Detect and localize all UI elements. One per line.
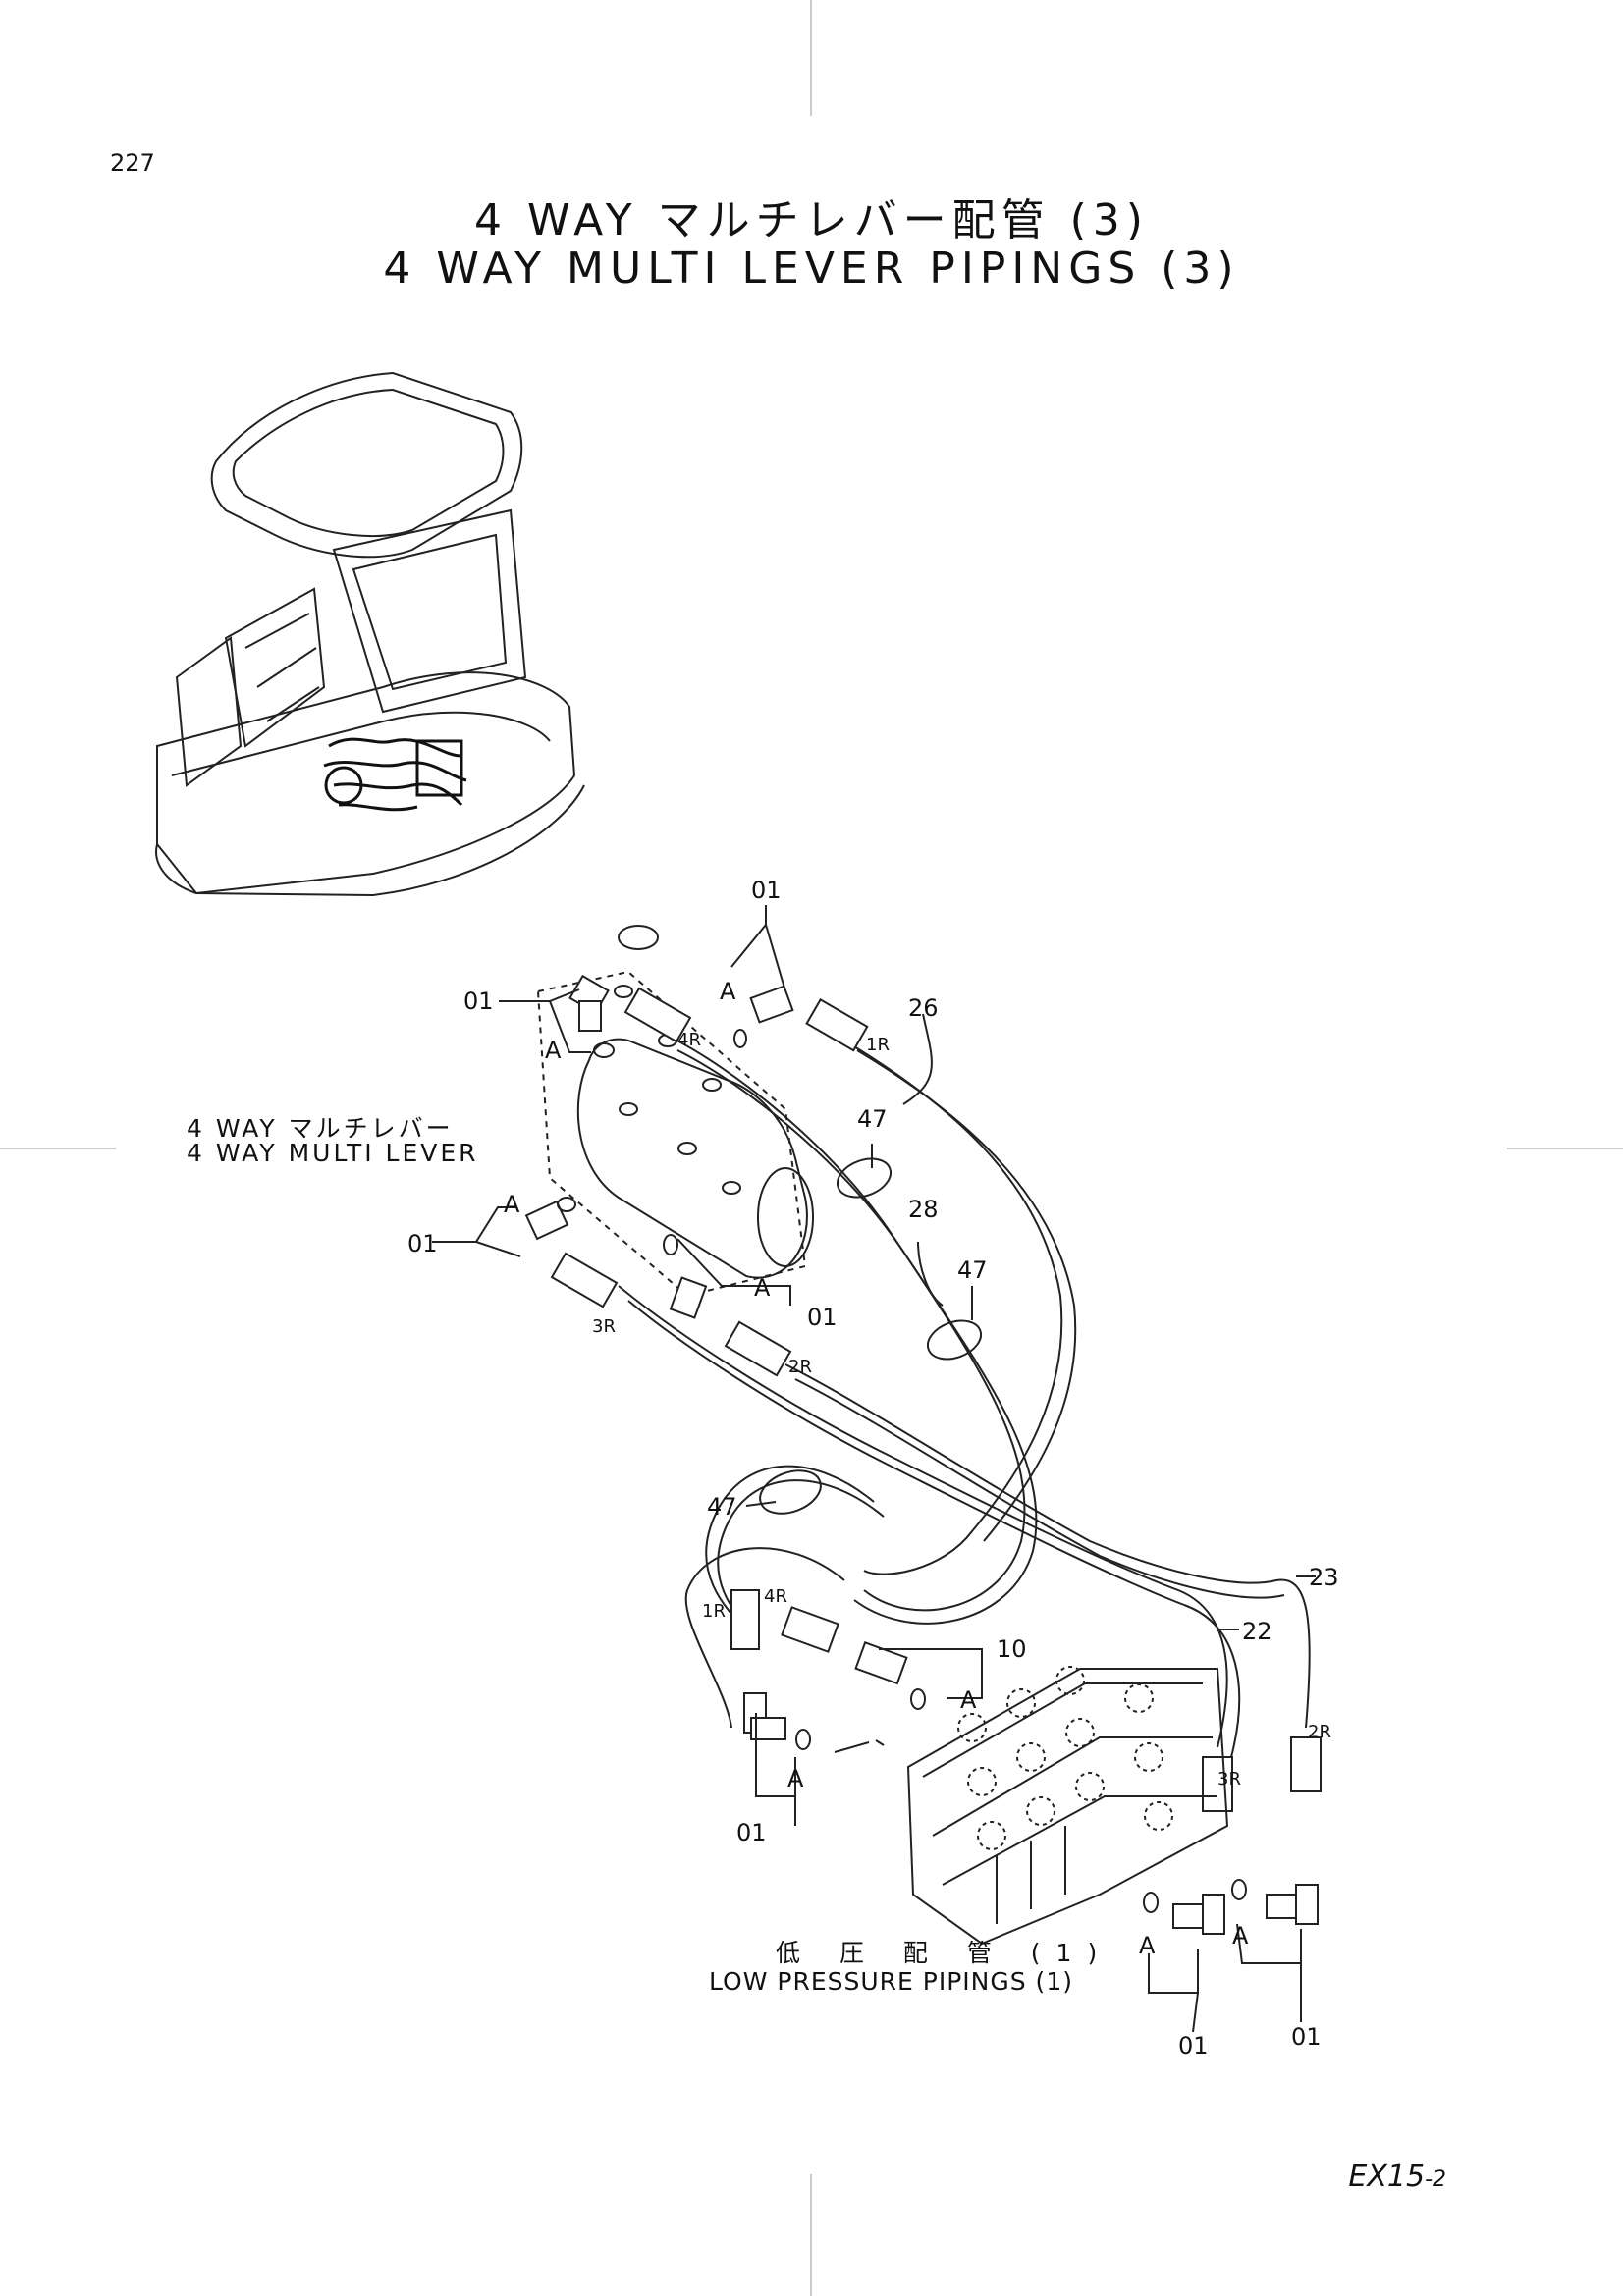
detail-mark-a: A [1232,1922,1249,1949]
callout-01-left-lower: 01 [407,1230,438,1257]
straight-connector [623,987,692,1043]
callout-26: 26 [908,994,939,1022]
o-rings [557,1029,1247,1913]
port-label-4r: 4R [677,1030,701,1050]
straight-connector [730,1589,760,1650]
callout-22: 22 [1242,1618,1272,1645]
model-code-suffix: -2 [1425,2167,1446,2192]
detail-marks: A A A A A A A A [504,978,1249,1959]
control-valve-block [906,1666,1229,1946]
callout-23: 23 [1309,1564,1339,1591]
callout-numbers: 01 01 01 01 01 01 01 26 47 28 47 47 23 2… [407,877,1339,2059]
title-english: 4 WAY MULTI LEVER PIPINGS (3) [383,243,1240,294]
elbow-fitting [749,985,794,1024]
multi-lever-body [536,925,814,1298]
callout-01-mid: 01 [807,1304,838,1331]
low-pressure-label-japanese: 低 圧 配 管 (1) [776,1939,1113,1967]
detail-mark-a: A [787,1765,804,1792]
callout-47-a: 47 [857,1105,888,1133]
detail-mark-a: A [754,1274,771,1302]
page-number: 227 [110,149,155,177]
callout-10: 10 [997,1635,1027,1663]
machine-overview-inset [155,371,585,897]
callout-28: 28 [908,1196,939,1223]
straight-connector [854,1641,908,1685]
port-label-2r: 2R [1308,1722,1331,1742]
detail-mark-a: A [960,1686,977,1714]
detail-mark-a: A [504,1191,520,1218]
straight-connector [724,1320,792,1377]
elbow-fitting [743,1692,786,1740]
callout-01-top: 01 [751,877,782,904]
fittings [524,974,1322,1935]
elbow-fitting [568,974,610,1032]
callout-47-b: 47 [957,1256,988,1284]
straight-connector [805,998,869,1052]
elbow-fitting [1172,1894,1225,1935]
leader-lines [432,905,1316,2033]
elbow-fitting [1266,1884,1319,1925]
low-pressure-label-english: LOW PRESSURE PIPINGS (1) [709,1967,1073,1996]
callout-47-c: 47 [707,1493,737,1521]
multi-lever-label-english: 4 WAY MULTI LEVER [187,1139,479,1167]
title-japanese: 4 WAY マルチレバー配管 (3) [474,195,1149,245]
port-label-2r: 2R [788,1357,812,1377]
port-label-3r: 3R [1217,1769,1241,1789]
callout-01-left-upper: 01 [463,988,494,1015]
callout-01-bottom-left: 01 [736,1819,767,1846]
multi-lever-label-japanese: 4 WAY マルチレバー [187,1114,454,1143]
callout-01-bottom-right: 01 [1291,2023,1322,2051]
detail-mark-a: A [545,1037,562,1064]
straight-connector [1290,1736,1322,1792]
detail-mark-a: A [720,978,736,1005]
straight-connector [1202,1756,1233,1812]
detail-mark-a: A [1139,1932,1156,1959]
port-label-3r: 3R [592,1316,616,1337]
port-label-1r: 1R [866,1035,890,1055]
valve-ports [957,1666,1173,1850]
hoses [618,1035,1311,1758]
port-labels: 4R 1R 3R 2R 1R 4R 3R 2R [592,1030,1331,1789]
valve-cluster-in-inset [323,737,467,812]
straight-connector [550,1252,619,1308]
port-label-1r: 1R [702,1601,726,1622]
elbow-fitting [524,1200,569,1241]
port-label-4r: 4R [764,1586,787,1607]
elbow-fitting [669,1276,708,1319]
model-code: EX15-2 [1348,2160,1446,2194]
model-code-name: EX15 [1348,2160,1426,2194]
hose-clamps [759,1157,983,1515]
straight-connector [781,1606,839,1653]
callout-01-bottom-mid: 01 [1178,2032,1209,2059]
